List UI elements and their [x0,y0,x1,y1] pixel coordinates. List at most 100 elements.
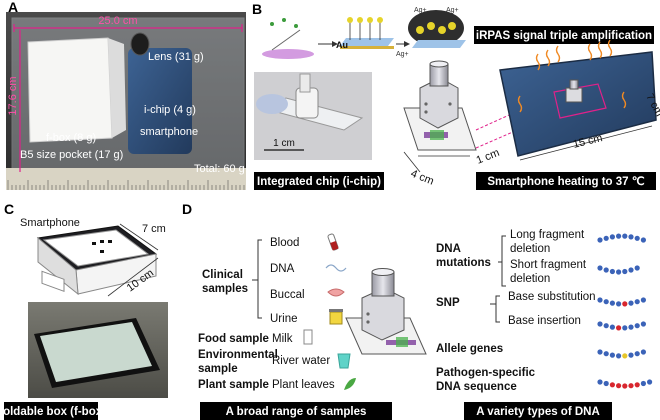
dna-bead [628,352,634,358]
f-box-side [108,38,126,138]
dna-bead [597,237,603,243]
chip-length-dimension: 4 cm [409,168,436,188]
panel-c: C Smartphone 7 cm 10 cm Foldable box (f-… [0,201,168,420]
dna-bead [647,379,653,385]
fbox-caption-box [4,402,98,420]
photo-phone-screen [40,322,152,382]
dna-bead [616,325,622,331]
silver-ion-label-3: Ag+ [446,7,459,14]
dna-bead [640,237,647,243]
mouth-icon [327,288,345,297]
sample-dna: DNA [270,263,295,275]
fbox-side [37,236,79,296]
total-label: Total: 60 g [194,163,245,175]
chip-caption: Integrated chip (i-chip) [257,176,381,188]
pathogen-line1: Pathogen-specific [436,367,536,379]
heating-caption-box [476,172,656,190]
dna-bead [616,269,622,275]
dna-bead [622,353,628,359]
smartphone-label-c: Smartphone [20,217,80,229]
gold-surface [340,38,394,46]
chip-caption-box [254,172,384,190]
dna-bead [628,324,634,330]
blood-tube-icon [327,233,339,251]
dna-bead [603,380,609,387]
dna-bead [616,301,622,307]
dna-bead-diagrams [597,233,653,389]
silver-ion-label-1: Ag+ [396,51,409,58]
device-channel-green [430,130,444,140]
sample-plant-leaves: Plant leaves [272,379,335,391]
dna-bead [609,234,616,240]
dna-bead [622,233,628,239]
base-insertion: Base insertion [508,315,581,327]
sample-milk: Milk [272,333,293,345]
dna-bead [622,325,628,331]
samples-caption-box [200,402,392,420]
clinical-bracket [252,239,262,319]
dna-bead [628,267,634,273]
sample-river-water: River water [272,355,330,367]
f-box [27,37,113,143]
water-glass-icon [337,353,351,369]
panel-letter-d: D [182,201,192,217]
scale-bar-label: 1 cm [273,138,295,149]
dna-bead [603,323,609,329]
mutation-bracket [498,235,506,287]
panel-letter-b: B [252,1,262,17]
leaf-icon [344,378,356,390]
dna-bead [634,351,640,357]
dna-caption-box [464,402,612,420]
food-sample-label: Food sample [198,333,269,345]
snp-label: SNP [436,297,460,309]
fbox-label-sticker [41,270,65,292]
snp-bracket [490,295,500,323]
height-dimension: 17.6 cm [7,76,19,115]
dna-bead [634,299,640,305]
long-fragment-line1: Long fragment [510,229,585,241]
fbox-label: f-box (8 g) [46,132,96,144]
dna-bead [622,268,628,275]
lens-label: Lens (31 g) [148,51,204,63]
fbox-caption: Foldable box (f-box) [0,406,106,418]
dna-mutations-line2: mutations [436,257,491,269]
dna-bead [609,300,616,306]
dna-bead [640,321,647,327]
short-fragment-line1: Short fragment [510,259,587,271]
dna-bead [634,323,640,329]
dna-bead [640,297,647,303]
dna-bead [609,352,616,358]
dna-bead [597,297,603,303]
smartphone-photo [128,48,192,154]
urine-cup-icon [329,309,343,325]
dna-bead [603,351,609,357]
heating-smartphone [499,51,657,157]
silver-ion-label-2: Ag+ [414,7,427,14]
allele-genes: Allele genes [436,343,503,355]
lens [130,32,150,56]
dna-bead [628,300,634,306]
panel-letter-c: C [4,201,14,217]
ruler [6,168,246,190]
milk-bottle-icon [303,329,313,345]
dna-bead [603,267,609,273]
phone-screen [42,229,150,267]
pocket-label: B5 size pocket (17 g) [20,149,123,161]
dna-caption: A variety types of DNA [476,406,600,418]
ichip-label: i-chip (4 g) [144,104,196,116]
chip-width-dimension: 1 cm [475,147,502,167]
heating-caption: Smartphone heating to 37 ℃ [487,175,644,188]
base-substitution: Base substitution [508,291,596,303]
env-label-line1: Environmental [198,349,278,361]
dna-bead [628,383,634,389]
short-fragment-line2: deletion [510,273,550,285]
pathogen-line2: DNA sequence [436,381,517,393]
amplification-title: iRPAS signal triple amplification [476,30,652,42]
heating-zone [553,83,607,119]
width-dimension: 25.0 cm [98,15,137,27]
panel-a: 25.0 cm 17.6 cm Lens (31 g) i-chip (4 g)… [6,0,246,190]
plant-sample-label: Plant sample [198,379,269,391]
panel-letter-a: A [8,0,18,15]
